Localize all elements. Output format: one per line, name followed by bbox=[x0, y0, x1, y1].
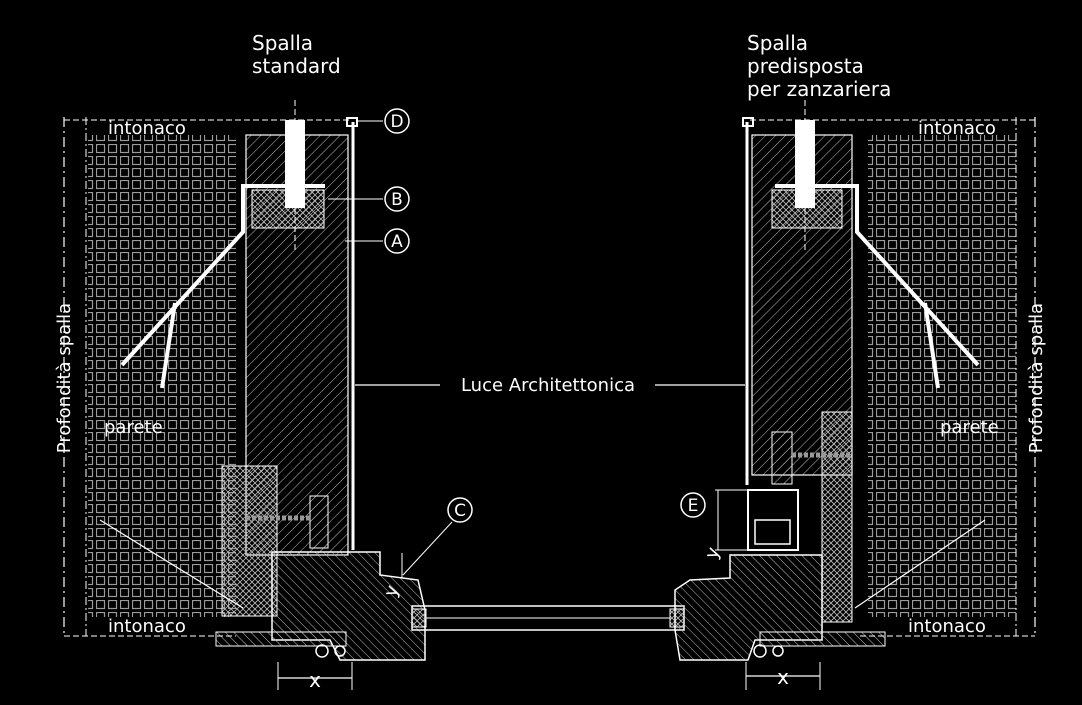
depth-label-right: Profondità spalla bbox=[1026, 303, 1047, 453]
callout-a: A bbox=[384, 228, 410, 254]
right-heading-line2: predisposta bbox=[747, 54, 864, 78]
right-jamb bbox=[674, 100, 1016, 661]
depth-label-left: Profondità spalla bbox=[54, 303, 75, 453]
opening-label: Luce Architettonica bbox=[461, 375, 635, 396]
svg-text:A: A bbox=[391, 232, 403, 252]
wall-label-left: parete bbox=[104, 417, 163, 438]
plaster-label-bottom-left: intonaco bbox=[108, 616, 186, 637]
callout-b: B bbox=[384, 186, 410, 212]
left-bracket bbox=[120, 184, 325, 367]
right-bracket bbox=[775, 184, 980, 367]
left-heading-line2: standard bbox=[252, 54, 341, 78]
x-dim-left: x bbox=[309, 668, 321, 692]
callout-c: C bbox=[447, 497, 473, 523]
x-dim-right: x bbox=[777, 665, 789, 689]
wall-label-right: parete bbox=[940, 417, 999, 438]
plaster-label-bottom-right: intonaco bbox=[908, 616, 986, 637]
plaster-label-top-left: intonaco bbox=[108, 118, 186, 139]
svg-text:B: B bbox=[391, 190, 403, 210]
y-dim-right: y bbox=[701, 544, 724, 562]
callout-e: E bbox=[680, 492, 706, 518]
callout-d: D bbox=[384, 108, 410, 134]
glazing bbox=[411, 605, 685, 631]
plaster-label-top-right: intonaco bbox=[918, 118, 996, 139]
left-jamb bbox=[88, 100, 426, 661]
dimension-lines bbox=[63, 117, 1036, 690]
right-wall bbox=[868, 135, 1016, 617]
svg-text:E: E bbox=[688, 496, 699, 516]
svg-text:C: C bbox=[454, 501, 466, 521]
svg-text:D: D bbox=[390, 112, 403, 132]
right-heading-line1: Spalla bbox=[747, 31, 808, 55]
right-heading-line3: per zanzariera bbox=[747, 77, 891, 101]
mosquito-net-box bbox=[747, 489, 799, 551]
left-heading-line1: Spalla bbox=[252, 31, 313, 55]
